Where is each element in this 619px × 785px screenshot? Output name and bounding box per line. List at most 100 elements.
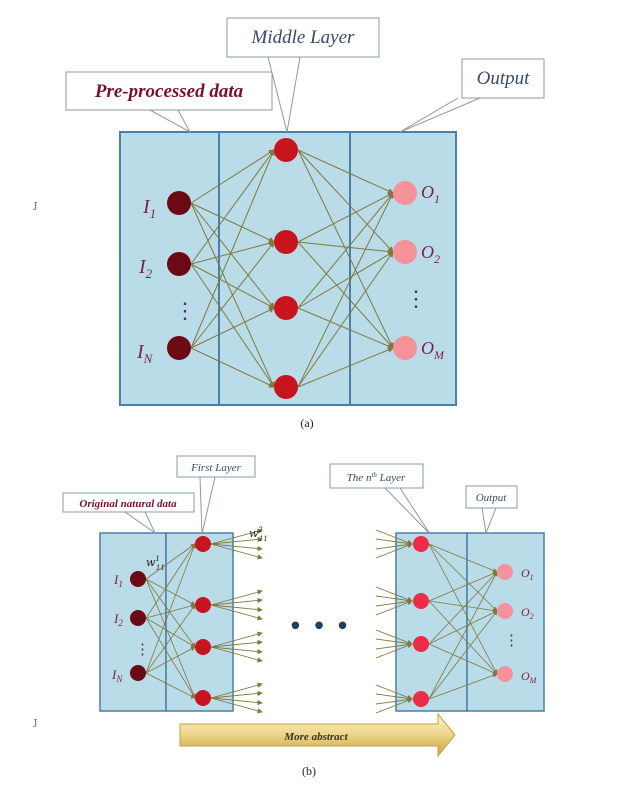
b-in-first-edge-3-3: [145, 646, 196, 674]
nodes-a: [167, 138, 417, 399]
b-nth-in-stub-4: [375, 543, 413, 559]
nth-layer-suffix: Layer: [377, 472, 406, 484]
b-first-out-stub-9: [210, 631, 263, 648]
b-first-out-stub-4: [210, 543, 263, 560]
b-nth-out-edge-1-2: [428, 543, 498, 612]
b-nth-in-stub-12: [375, 643, 413, 659]
b-first-out-stub-2: [210, 536, 263, 545]
hidden-node-3: [274, 296, 298, 320]
output-node-2: [393, 240, 417, 264]
b-output-label-1: O1: [521, 566, 534, 582]
b-nth-out-edge-1-1: [428, 543, 498, 573]
b-nth-in-stub-11: [375, 641, 413, 650]
output-label-1: O1: [421, 182, 440, 206]
a-hidden-out-edge-4-3: [297, 347, 394, 388]
b-input-node-n: [130, 665, 146, 681]
b-nth-out-edge-4-2: [428, 610, 498, 700]
b-nth-in-stub-16: [375, 698, 413, 714]
b-nth-in-stub-9: [375, 629, 413, 645]
nodes-b: [130, 536, 513, 707]
b-nth-in-stub-3: [375, 541, 413, 550]
svg-text:The nth Layer: The nth Layer: [347, 471, 406, 484]
a-in-hidden-edge-1-3: [190, 202, 275, 309]
b-in-first-edge-2-4: [145, 617, 196, 699]
a-in-hidden-edge-3-1: [190, 149, 275, 349]
b-first-out-stub-14: [210, 690, 263, 699]
a-in-hidden-edge-2-4: [190, 263, 275, 388]
output-label-2: O2: [421, 242, 440, 266]
diagram-a: I1 I2 IN ⋮ O1 O2 OM ⋮ Pre-processed data: [33, 17, 545, 430]
b-nth-out-edge-1-3: [428, 543, 498, 675]
b-in-first-edge-2-3: [145, 617, 196, 648]
b-first-out-stub-6: [210, 597, 263, 606]
margin-mark-b: J: [33, 718, 37, 727]
b-nth-out-edge-4-3: [428, 673, 498, 700]
svg-text:Output: Output: [476, 492, 508, 504]
more-abstract-label: More abstract: [283, 731, 348, 743]
input-node-2: [167, 252, 191, 276]
svg-text:Pre-processed data: Pre-processed data: [94, 81, 244, 102]
b-output-label-2: O2: [521, 605, 534, 621]
b-nth-in-stub-8: [375, 600, 413, 616]
b-in-first-edge-1-1: [145, 543, 196, 580]
a-hidden-out-edge-2-3: [297, 241, 394, 349]
b-input-ellipsis: ⋮: [135, 640, 150, 658]
input-label-1: I1: [142, 196, 156, 221]
b-first-out-stub-15: [210, 697, 263, 706]
b-nth-node-1: [413, 536, 429, 552]
output-ellipsis: ⋮: [405, 287, 427, 312]
b-nth-out-edge-2-2: [428, 600, 498, 613]
b-nth-in-stub-5: [375, 586, 413, 602]
b-first-out-stub-3: [210, 543, 263, 552]
b-first-out-stub-10: [210, 639, 263, 648]
a-hidden-out-edge-1-2: [297, 149, 394, 253]
b-first-out-stub-7: [210, 604, 263, 613]
callout-original-natural-data: Original natural data: [62, 492, 195, 535]
b-first-node-4: [195, 690, 211, 706]
a-in-hidden-edge-1-1: [190, 149, 275, 204]
b-nth-in-stub-15: [375, 696, 413, 705]
b-input-node-1: [130, 571, 146, 587]
b-nth-in-stub-7: [375, 598, 413, 607]
b-input-node-2: [130, 610, 146, 626]
b-first-out-stub-16: [210, 697, 263, 714]
b-in-first-edge-3-1: [145, 543, 196, 674]
b-output-node-1: [497, 564, 513, 580]
input-node-n: [167, 336, 191, 360]
output-label-m: OM: [421, 338, 445, 362]
b-nth-out-edge-3-2: [428, 610, 498, 645]
svg-text:First Layer: First Layer: [190, 462, 242, 474]
callout-output-a: Output: [399, 58, 545, 133]
a-in-hidden-edge-2-1: [190, 149, 275, 265]
callout-middle-layer: Middle Layer: [226, 17, 380, 133]
b-in-first-edge-1-2: [145, 578, 196, 606]
b-nth-in-stub-14: [375, 693, 413, 702]
hidden-node-1: [274, 138, 298, 162]
output-node-1: [393, 181, 417, 205]
a-hidden-out-edge-3-1: [297, 192, 394, 309]
panel-b-nth: [395, 532, 468, 712]
b-output-ellipsis: ⋮: [504, 631, 519, 649]
b-first-out-stub-12: [210, 646, 263, 663]
caption-a: (a): [300, 416, 313, 430]
input-node-1: [167, 191, 191, 215]
hidden-node-2: [274, 230, 298, 254]
a-hidden-out-edge-4-1: [297, 192, 394, 388]
b-first-out-stub-5: [210, 589, 263, 606]
b-in-first-edge-3-4: [145, 672, 196, 699]
panel-a-middle: [218, 131, 351, 406]
b-nth-node-3: [413, 636, 429, 652]
a-in-hidden-edge-3-4: [190, 347, 275, 388]
b-nth-in-stub-6: [375, 595, 413, 604]
more-abstract-arrow: More abstract: [179, 712, 456, 758]
b-nth-in-stub-10: [375, 638, 413, 647]
b-nth-out-edge-2-3: [428, 600, 498, 675]
input-label-n: IN: [136, 341, 154, 366]
a-hidden-out-edge-4-2: [297, 251, 394, 388]
b-nth-in-stub-13: [375, 684, 413, 700]
b-first-out-stub-1: [210, 528, 263, 545]
b-first-node-3: [195, 639, 211, 655]
